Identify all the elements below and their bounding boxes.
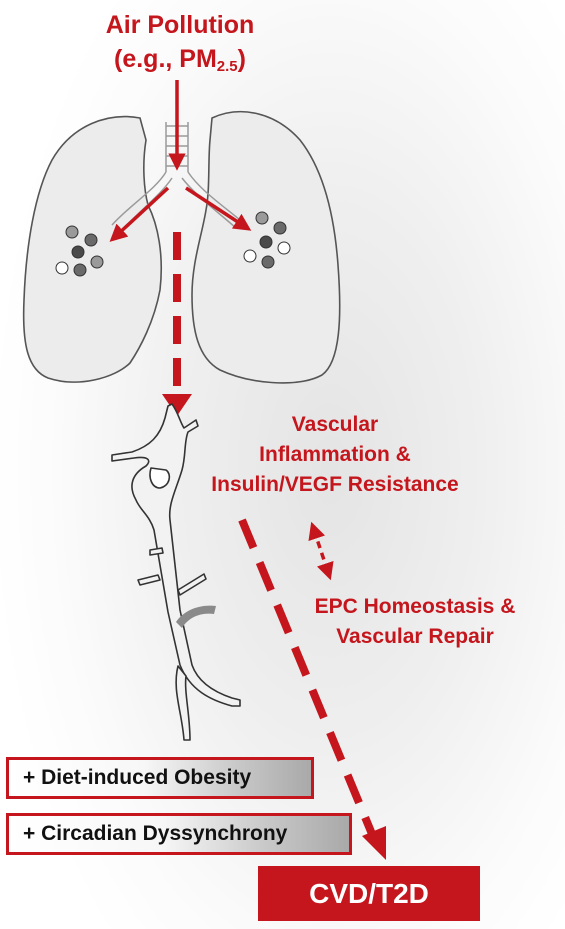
obesity-factor-box: + Diet-induced Obesity — [6, 757, 314, 799]
inflammation-label: Vascular Inflammation & Insulin/VEGF Res… — [185, 410, 485, 500]
inflammation-line2: Inflammation & — [259, 443, 411, 466]
title-line1: Air Pollution — [105, 11, 255, 39]
outcome-box: CVD/T2D — [258, 866, 480, 921]
title-suffix: ) — [237, 45, 246, 73]
particle-icon — [255, 211, 269, 225]
inhalation-arrows — [109, 80, 252, 242]
circadian-factor-box: + Circadian Dyssynchrony — [6, 813, 352, 855]
particle-icon — [65, 225, 79, 239]
left-lung — [22, 115, 163, 383]
particle-icon — [84, 233, 98, 247]
aorta-illustration — [111, 403, 241, 741]
bidirectional-arrow — [308, 521, 334, 581]
inflammation-line3: Insulin/VEGF Resistance — [211, 473, 459, 496]
systemic-dashed-arrow — [162, 232, 192, 416]
particle-icon — [73, 263, 87, 277]
epc-line1: EPC Homeostasis & — [314, 595, 516, 618]
particle-icon — [90, 255, 104, 269]
title-subscript: 2.5 — [216, 58, 238, 75]
particle-icon — [71, 245, 85, 259]
inflammation-line1: Vascular — [291, 413, 379, 436]
title-prefix: (e.g., PM — [114, 45, 217, 73]
lungs-illustration — [22, 111, 341, 384]
particle-icon — [243, 249, 257, 263]
epc-line2: Vascular Repair — [336, 625, 494, 648]
pollution-title: Air Pollution (e.g., PM2.5) — [60, 8, 300, 84]
title-line2: (e.g., PM2.5) — [60, 42, 300, 84]
particle-icon — [273, 221, 287, 235]
particle-icon — [261, 255, 275, 269]
particle-icon — [55, 261, 69, 275]
vessel-band — [176, 605, 216, 628]
outcome-dashed-arrow — [238, 518, 386, 860]
particle-icon — [259, 235, 273, 249]
epc-label: EPC Homeostasis & Vascular Repair — [290, 592, 540, 652]
particle-icon — [277, 241, 291, 255]
